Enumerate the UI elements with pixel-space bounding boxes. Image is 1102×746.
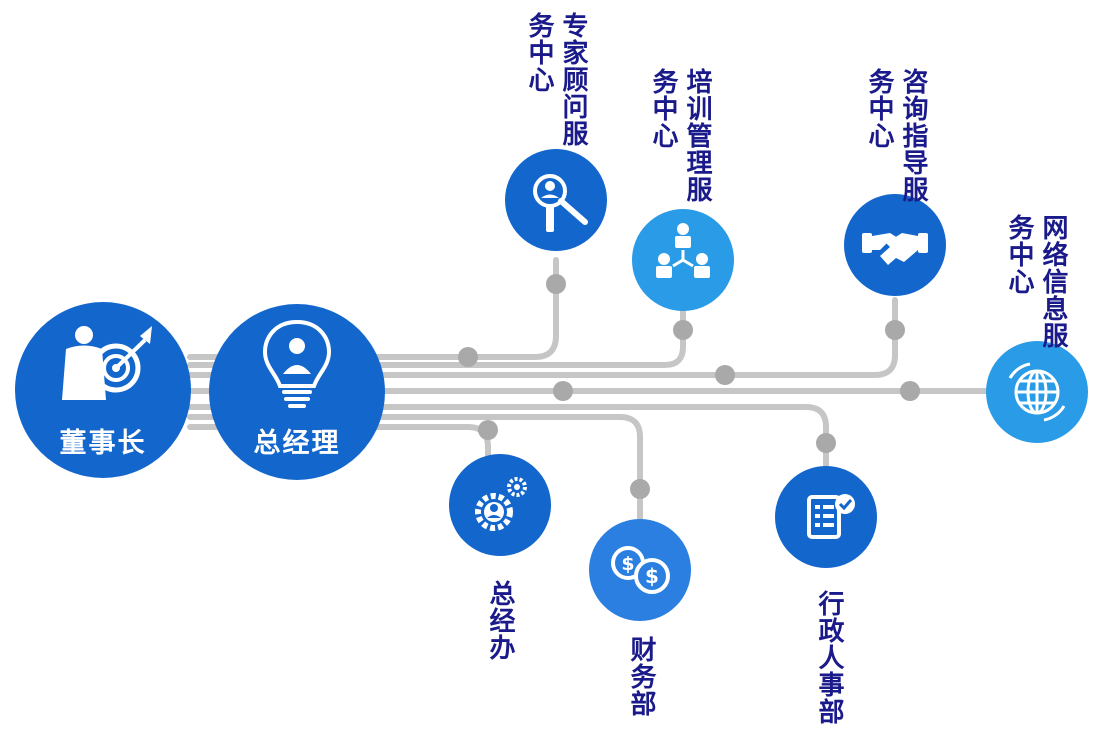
node-admin-hr <box>775 466 877 568</box>
joint-dot <box>900 381 920 401</box>
connector-joints <box>458 274 920 499</box>
joint-dot <box>673 320 693 340</box>
node-expert-center <box>505 149 607 251</box>
gm-office-label: 总经办 <box>485 580 515 661</box>
joint-dot <box>553 381 573 401</box>
joint-dot <box>715 365 735 385</box>
joint-dot <box>458 347 478 367</box>
chairman-label: 董事长 <box>59 428 147 459</box>
line-admin <box>187 404 829 473</box>
line-training <box>187 287 686 368</box>
node-general-manager <box>209 304 385 480</box>
globe-icon <box>1008 362 1066 422</box>
joint-dot <box>816 433 836 453</box>
person-gears-icon <box>475 477 527 531</box>
line-consulting <box>187 297 898 378</box>
node-consulting-center <box>844 194 946 296</box>
expert-center-label: 专家顾问服务中心 <box>524 12 588 147</box>
node-gm-office <box>449 454 551 556</box>
node-chairman <box>15 302 191 478</box>
training-center-label: 培训管理服务中心 <box>648 68 712 203</box>
svg-text:$: $ <box>645 564 659 588</box>
lightbulb-businessman-icon <box>262 319 332 408</box>
node-finance: $ $ <box>589 519 691 621</box>
joint-dot <box>630 479 650 499</box>
joint-dot <box>546 274 566 294</box>
node-training-center <box>632 209 734 311</box>
network-center-label: 网络信息服务中心 <box>1004 214 1068 349</box>
general-manager-label: 总经理 <box>253 428 341 459</box>
dollar-coins-icon: $ $ <box>611 546 670 594</box>
businessman-target-icon <box>62 326 152 400</box>
team-network-icon <box>656 223 710 278</box>
handshake-icon <box>862 233 928 265</box>
svg-text:$: $ <box>621 553 634 575</box>
joint-dot <box>885 320 905 340</box>
line-expert <box>187 257 559 360</box>
consulting-center-label: 咨询指导服务中心 <box>864 68 928 203</box>
admin-hr-label: 行政人事部 <box>814 590 844 725</box>
checklist-document-icon <box>807 494 855 539</box>
finance-label: 财务部 <box>626 636 656 717</box>
line-finance <box>187 414 643 523</box>
node-network-center <box>986 341 1088 443</box>
person-magnifier-icon <box>533 174 588 232</box>
joint-dot <box>478 420 498 440</box>
